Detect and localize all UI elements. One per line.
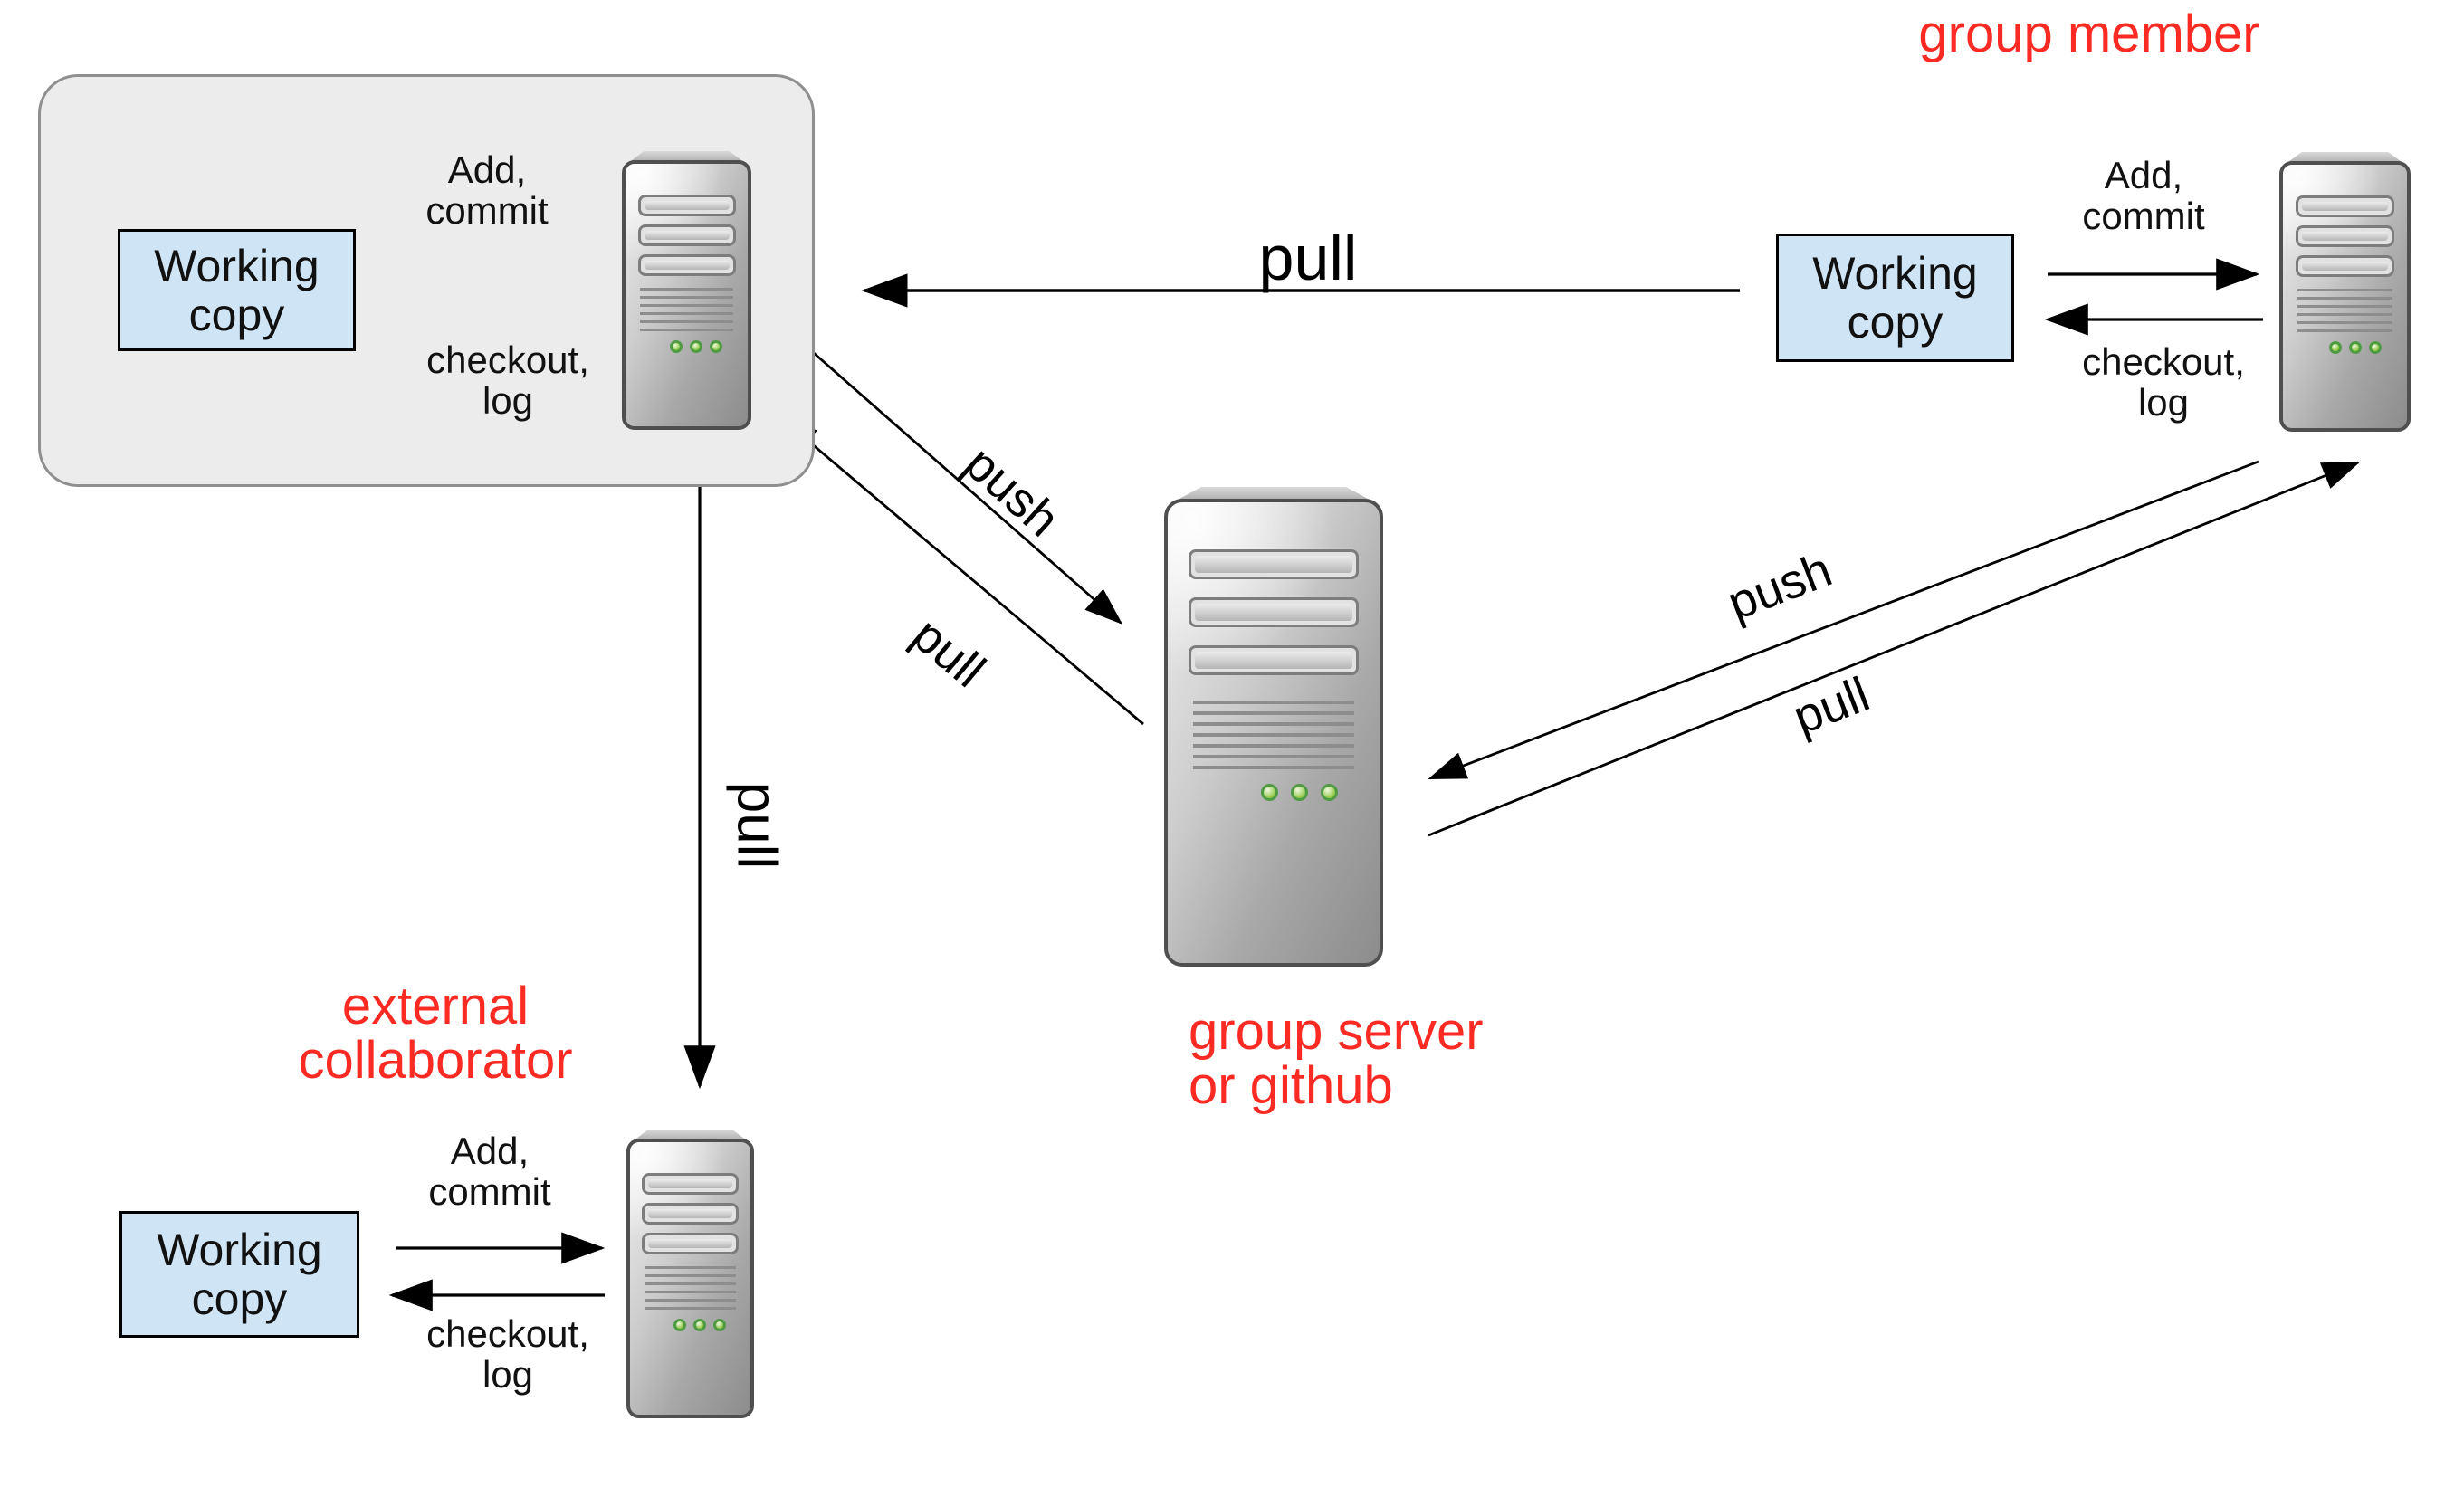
vent-line (2297, 289, 2392, 291)
checkout-log-label-local: checkout, log (426, 338, 589, 422)
drive-slot-face (644, 231, 730, 240)
vent-line (1193, 744, 1354, 748)
vent-grille (630, 1266, 750, 1315)
status-leds (1260, 784, 1351, 801)
drive-slot (642, 1233, 739, 1254)
external-collaborator-label: external collaborator (298, 977, 573, 1091)
vent-line (644, 1282, 737, 1285)
vent-line (2297, 297, 2392, 300)
add-commit-label-collaborator: Add, commit (428, 1130, 551, 1213)
push-member-arrow (1428, 460, 2259, 780)
drive-slot (642, 1173, 739, 1195)
vent-line (644, 1307, 737, 1310)
server-body (2279, 161, 2411, 432)
checkout-log-label-member: checkout, log (2082, 340, 2245, 424)
vent-line (644, 1266, 737, 1269)
drive-slot (1189, 597, 1359, 627)
add-commit-label-member: Add, commit (2082, 154, 2205, 237)
push-local-arrow (761, 306, 1123, 625)
drive-slot (2295, 195, 2395, 217)
vent-line (1193, 766, 1354, 769)
vent-line (2297, 305, 2392, 308)
drive-slot (637, 224, 736, 246)
add-commit-label-local: Add, commit (425, 148, 549, 232)
power-led-icon (710, 340, 723, 353)
vent-line (1193, 701, 1354, 704)
pull-label-member-to-local: pull (1258, 223, 1358, 293)
drive-slot (637, 254, 736, 276)
group-server-label: group server or github (1189, 1002, 1484, 1116)
pull-label-local-to-collaborator: pull (725, 781, 788, 870)
status-leds (673, 1319, 733, 1331)
drive-slot-face (1195, 556, 1352, 573)
vent-line (2297, 313, 2392, 316)
server-body (626, 1139, 754, 1418)
working-copy-box-member: Working copy (1776, 234, 2014, 362)
drive-slot-face (644, 201, 730, 210)
power-led-icon (690, 340, 703, 353)
checkout-log-label-collaborator: checkout, log (426, 1312, 589, 1396)
drive-slot-face (2301, 202, 2389, 211)
drive-slot-face (648, 1239, 732, 1248)
drive-slot-face (1195, 604, 1352, 621)
drive-slot (642, 1203, 739, 1225)
server-body (1164, 499, 1383, 967)
vent-line (1193, 733, 1354, 737)
vent-grille (2283, 289, 2407, 338)
drive-slot (1189, 645, 1359, 675)
vent-line (640, 320, 733, 323)
power-led-icon (1290, 784, 1308, 801)
vent-line (2297, 329, 2392, 332)
vent-grille (626, 288, 748, 337)
drive-slot-face (2301, 262, 2389, 271)
vent-line (644, 1299, 737, 1302)
drive-slot-face (2301, 232, 2389, 241)
group-server-icon (1164, 487, 1383, 967)
vent-line (640, 312, 733, 315)
power-led-icon (713, 1319, 727, 1331)
power-led-icon (693, 1319, 707, 1331)
status-leds (670, 340, 730, 353)
vent-grille (1168, 701, 1380, 777)
power-led-icon (2348, 341, 2362, 354)
vent-line (640, 329, 733, 331)
status-leds (2328, 341, 2389, 354)
power-led-icon (673, 1319, 687, 1331)
local-server-icon (622, 151, 751, 430)
pull-local-arrow (778, 416, 1144, 726)
vent-line (644, 1274, 737, 1277)
power-led-icon (2368, 341, 2382, 354)
drive-slot-face (644, 261, 730, 270)
drive-slot (1189, 549, 1359, 579)
collaborator-server-icon (626, 1130, 754, 1418)
vent-line (2297, 321, 2392, 324)
vent-line (640, 296, 733, 299)
pull-member-arrow (1428, 461, 2361, 837)
vent-line (1193, 722, 1354, 726)
working-copy-box-collaborator: Working copy (119, 1211, 359, 1338)
server-body (622, 160, 751, 430)
vent-line (1193, 755, 1354, 758)
drive-slot-face (648, 1179, 732, 1188)
vent-line (640, 288, 733, 291)
group-member-label: group member (1918, 5, 2260, 63)
vent-line (644, 1291, 737, 1293)
power-led-icon (670, 340, 683, 353)
working-copy-box-local: Working copy (118, 229, 356, 351)
vent-line (640, 304, 733, 307)
drive-slot-face (648, 1209, 732, 1218)
vent-line (1193, 711, 1354, 715)
drive-slot (637, 195, 736, 216)
drive-slot-face (1195, 652, 1352, 669)
power-led-icon (2328, 341, 2342, 354)
server-top-bevel (1172, 487, 1375, 502)
drive-slot (2295, 225, 2395, 247)
power-led-icon (1320, 784, 1338, 801)
drive-slot (2295, 255, 2395, 277)
power-led-icon (1260, 784, 1278, 801)
member-server-icon (2279, 152, 2411, 432)
